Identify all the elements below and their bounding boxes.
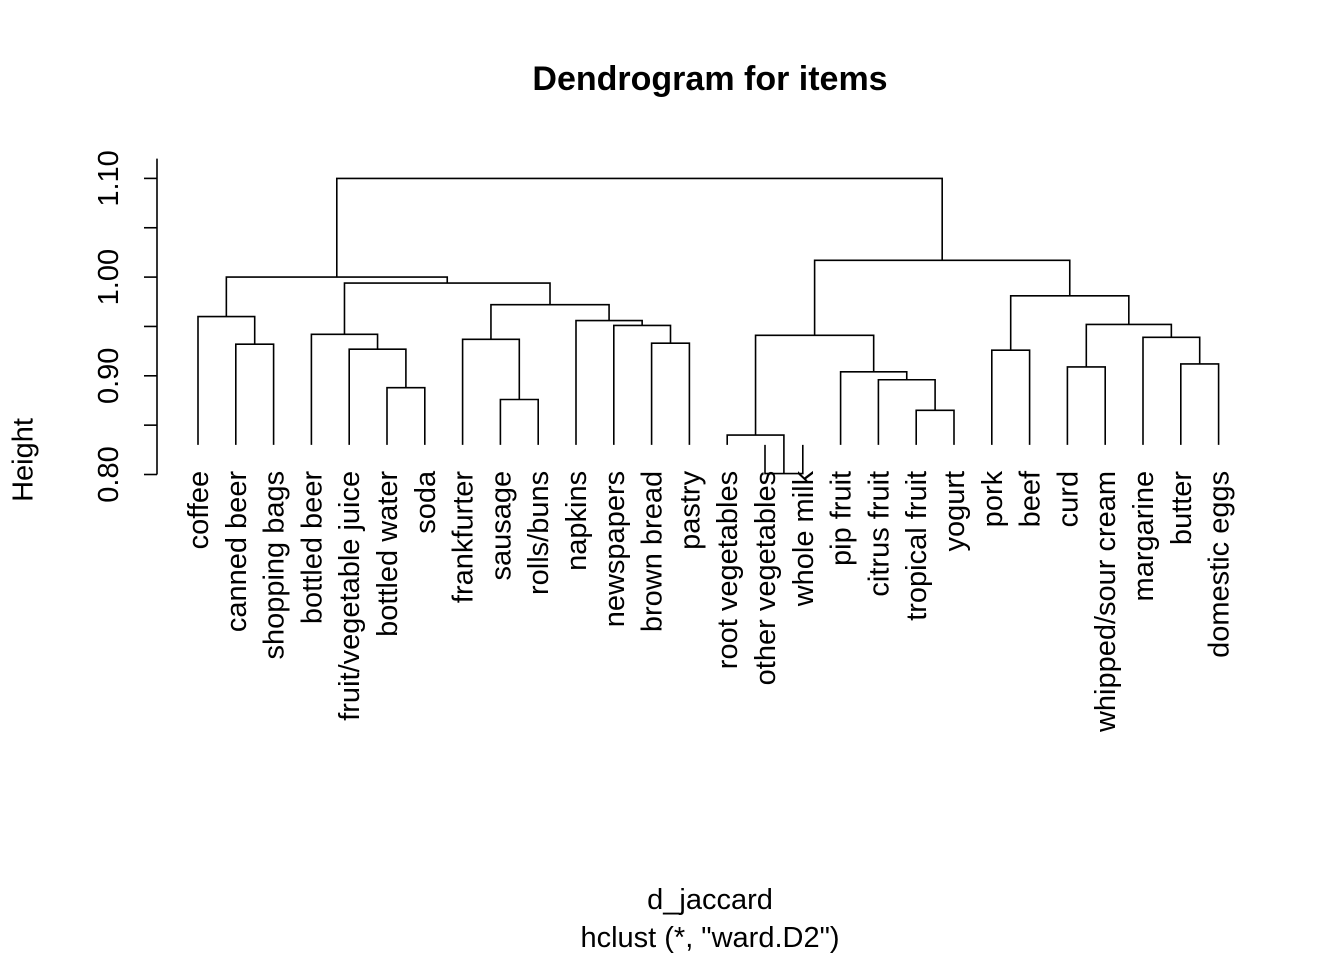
dendrogram-branch (1085, 323, 1173, 367)
dendrogram-branch (1009, 295, 1130, 351)
leaf-label: pastry (674, 470, 706, 549)
leaf-label: yogurt (939, 471, 971, 552)
dendrogram-branch (726, 434, 785, 474)
leaf-label: whole milk (788, 470, 820, 607)
dendrogram-branch (310, 333, 379, 445)
leaf-label: root vegetables (712, 471, 744, 669)
y-tick-label: 0.90 (93, 348, 125, 404)
y-axis: 0.80 0.90 1.00 1.10 (93, 150, 158, 503)
leaf-label: bottled beer (296, 471, 328, 625)
dendrogram-branch (839, 371, 908, 445)
leaf-label: beef (1015, 470, 1047, 527)
dendrogram-branch (461, 338, 521, 445)
y-tick-label: 1.00 (93, 249, 125, 305)
leaf-label: canned beer (221, 471, 253, 633)
chart-title: Dendrogram for items (532, 60, 888, 98)
dendrogram-branch (915, 409, 955, 445)
leaf-label: sausage (485, 471, 517, 581)
leaf-label: brown bread (637, 471, 669, 632)
leaf-label: margarine (1128, 471, 1160, 602)
leaf-label: pork (977, 470, 1009, 527)
dendrogram-branch (991, 349, 1031, 445)
leaf-label: rolls/buns (523, 471, 555, 595)
leaf-label: other vegetables (750, 471, 782, 685)
leaf-label: tropical fruit (901, 471, 933, 621)
dendrogram-branch (490, 303, 610, 340)
leaf-label: curd (1052, 471, 1084, 527)
leaf-label: pip fruit (826, 471, 858, 566)
dendrogram-branch (1142, 336, 1201, 445)
y-tick-label: 1.10 (93, 150, 125, 206)
leaf-label: domestic eggs (1204, 471, 1236, 658)
dendrogram-branch (754, 334, 875, 436)
leaf-label: frankfurter (448, 471, 480, 603)
leaf-label: fruit/vegetable juice (334, 471, 366, 721)
dendrogram-branch (386, 386, 426, 445)
y-tick-label: 0.80 (93, 446, 125, 502)
method-subtitle: hclust (*, "ward.D2") (580, 922, 840, 954)
dendrogram-branch (235, 343, 275, 445)
dendrogram-branch (650, 342, 691, 445)
leaf-label: napkins (561, 471, 593, 571)
dendrogram-branch (343, 282, 551, 335)
dendrogram-branch (575, 319, 643, 445)
leaf-label: newspapers (599, 471, 631, 627)
dendrogram-branch (335, 177, 943, 278)
leaf-label: bottled water (372, 471, 404, 637)
leaf-label: soda (410, 470, 442, 534)
dendrogram-branch (499, 398, 539, 445)
dendrogram-branch (877, 378, 936, 445)
dendrogram-branch (348, 348, 407, 445)
dendrogram-branch (197, 315, 256, 445)
leaf-label: citrus fruit (863, 471, 895, 597)
leaf-label: whipped/sour cream (1090, 471, 1122, 733)
dendrogram-branch (813, 259, 1071, 336)
dendrogram-branch (1066, 366, 1106, 445)
leaf-label: butter (1166, 471, 1198, 545)
leaf-label: coffee (183, 471, 215, 549)
dendrogram-branch (1180, 363, 1220, 445)
y-axis-label: Height (7, 418, 40, 502)
dendrogram-tree (197, 177, 1220, 475)
x-axis-label: d_jaccard (647, 884, 773, 916)
leaf-label: shopping bags (259, 471, 291, 660)
